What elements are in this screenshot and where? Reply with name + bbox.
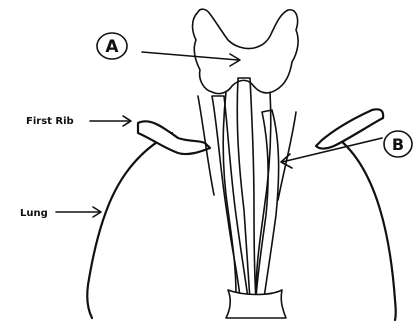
marker-a: A <box>97 33 127 59</box>
lung-label: Lung <box>20 208 48 219</box>
thyroid-gland <box>193 9 299 93</box>
center-hatched-strip <box>237 78 256 300</box>
left-lung-outline <box>87 133 172 318</box>
right-first-rib <box>316 109 383 148</box>
trachea-base <box>226 290 286 318</box>
marker-b-label: B <box>392 135 404 154</box>
first-rib-label: First Rib <box>26 116 74 127</box>
right-hatched-strip <box>256 110 279 298</box>
right-lung-outline <box>340 140 396 320</box>
marker-a-label: A <box>105 37 119 57</box>
marker-b: B <box>384 131 412 157</box>
